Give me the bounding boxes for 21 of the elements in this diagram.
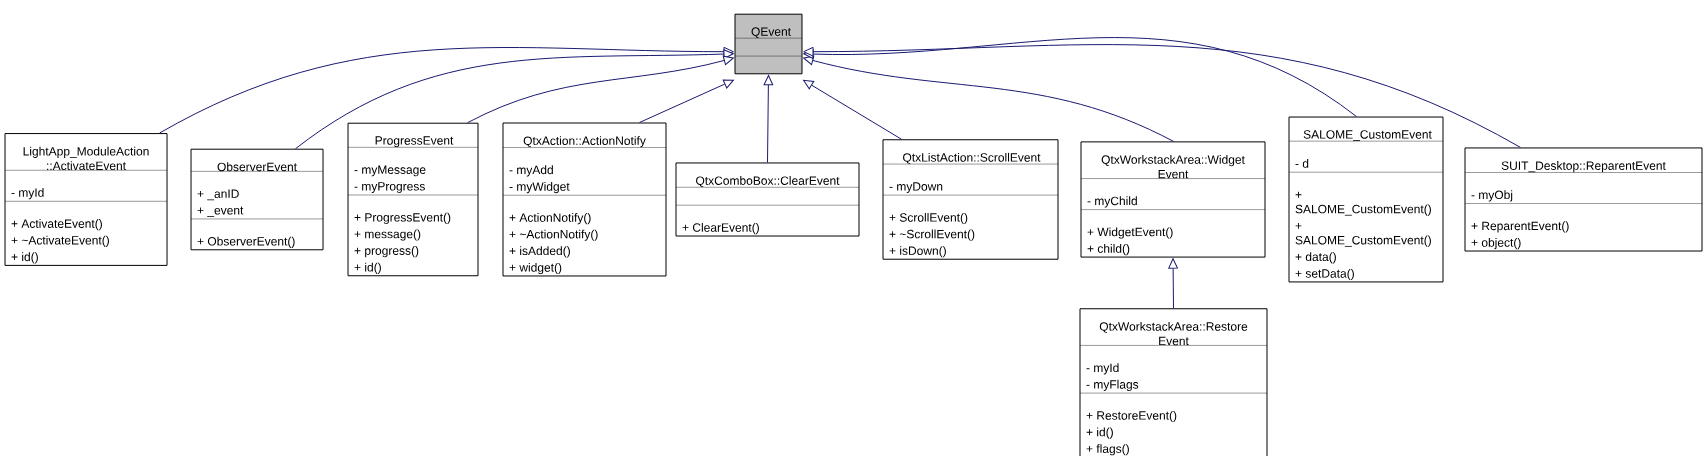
inheritance-arrow xyxy=(803,37,1357,118)
inheritance-arrow xyxy=(803,55,1174,142)
class-box: LightApp_ModuleAction ::ActivateEvent - myId + ActivateEvent() + ~ActivateEvent() + id() xyxy=(4,133,168,266)
class-box: QEvent xyxy=(734,13,803,75)
class-box: QtxListAction::ScrollEvent - myDown + ScrollEvent() + ~ScrollEvent() + isDown() xyxy=(882,139,1059,260)
class-box: QtxWorkstackArea::Restore Event - myId - myFlags + RestoreEvent() + id() + flags() xyxy=(1079,308,1268,456)
inheritance-arrow xyxy=(639,79,734,123)
class-box: ObserverEvent + _anID + _event + ObserverEvent() xyxy=(190,148,324,251)
inheritance-arrow xyxy=(1168,258,1178,309)
inheritance-arrow xyxy=(159,46,734,134)
inheritance-arrow xyxy=(295,49,734,150)
inheritance-arrow xyxy=(467,55,734,124)
class-box: QtxWorkstackArea::Widget Event - myChild + WidgetEvent() + child() xyxy=(1080,141,1266,258)
class-box: SALOME_CustomEvent - d + SALOME_CustomEvent() + SALOME_CustomEvent() + data() + setData() xyxy=(1288,116,1444,283)
inheritance-arrow xyxy=(763,75,774,163)
class-box: SUIT_Desktop::ReparentEvent - myObj + ReparentEvent() + object() xyxy=(1464,147,1703,252)
class-box: ProgressEvent - myMessage - myProgress + ProgressEvent() + message() + progress() + id() xyxy=(347,122,479,277)
inheritance-arrow xyxy=(803,44,1521,148)
class-box: QtxAction::ActionNotify - myAdd - myWidget + ActionNotify() + ~ActionNotify() + isAdded() + widget() xyxy=(502,122,667,277)
class-box: QtxComboBox::ClearEvent + ClearEvent() xyxy=(675,162,860,237)
inheritance-arrow xyxy=(803,79,902,140)
